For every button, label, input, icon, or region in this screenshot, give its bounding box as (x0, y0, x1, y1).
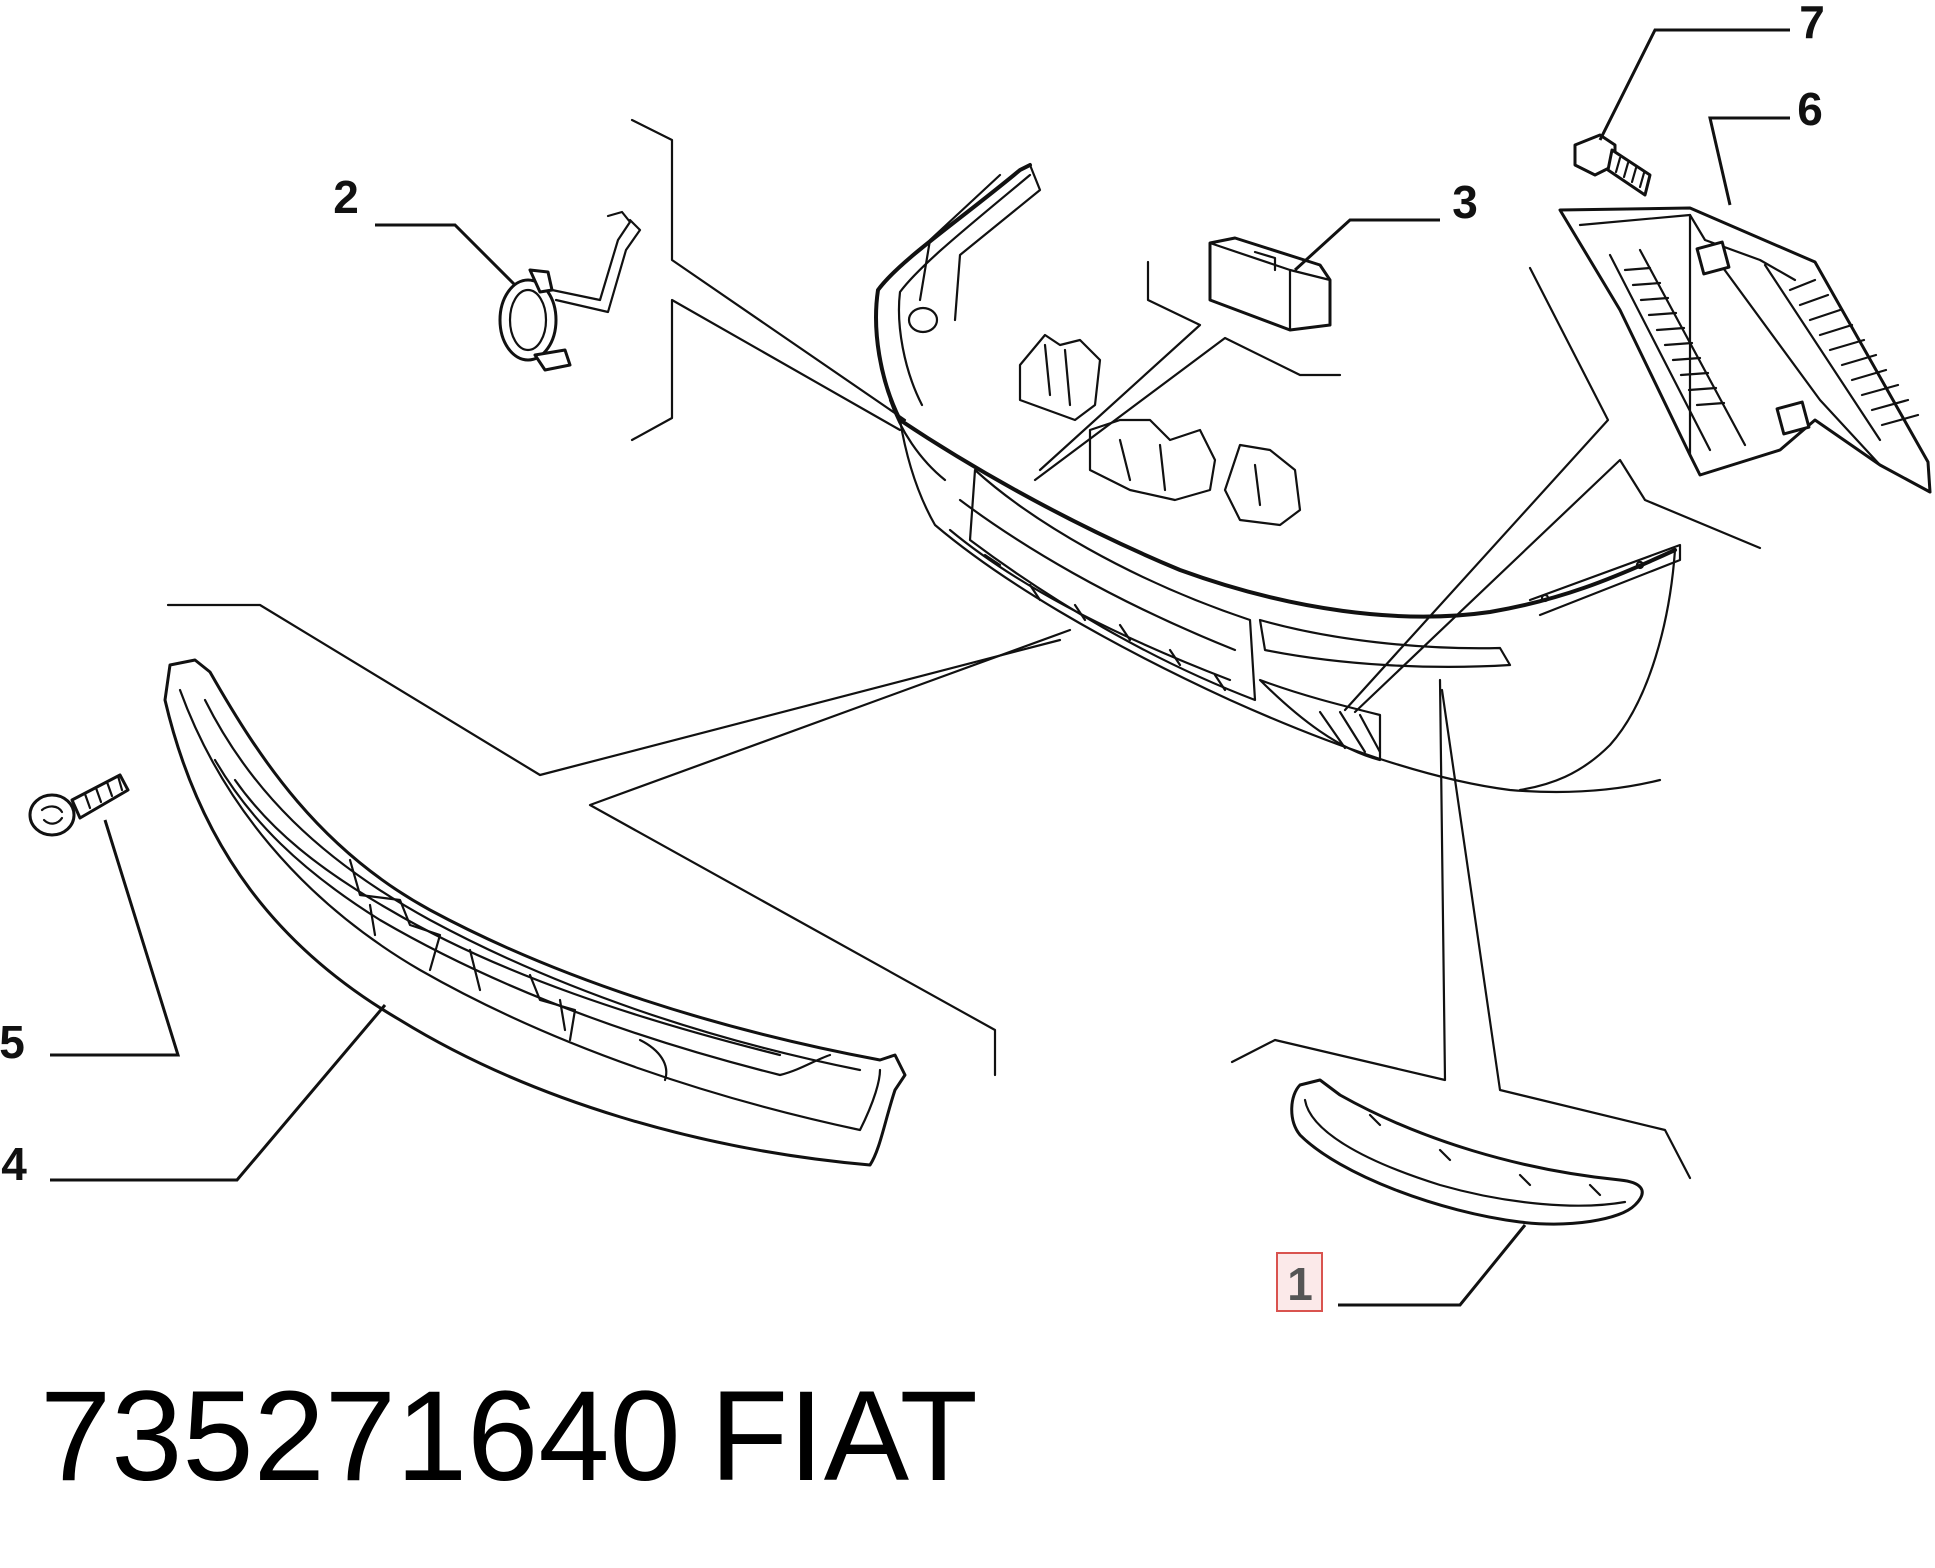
footer: 735271640 FIAT (40, 1365, 978, 1508)
callout-6[interactable]: 6 (1797, 83, 1823, 135)
bumper-assembly (874, 163, 1682, 794)
part-1-bumper-moulding (1290, 1078, 1644, 1226)
callout-labels: 1 2 3 4 5 6 7 (0, 0, 1825, 1312)
callout-1[interactable]: 1 (1287, 1258, 1313, 1310)
callout-5[interactable]: 5 (0, 1016, 25, 1068)
part-7-bolt (1573, 133, 1652, 197)
callout-3[interactable]: 3 (1452, 176, 1478, 228)
callout-1-highlight (1276, 1252, 1323, 1312)
part-4-center-grille (163, 658, 907, 1167)
leader-lines (50, 28, 1790, 1307)
part-3-block (1208, 236, 1332, 332)
callout-4[interactable]: 4 (1, 1138, 27, 1190)
part-5-screw (28, 773, 130, 837)
callout-2[interactable]: 2 (333, 171, 359, 223)
part-number: 735271640 (40, 1365, 681, 1508)
callout-7[interactable]: 7 (1799, 0, 1825, 48)
brand-name: FIAT (710, 1365, 978, 1508)
part-6-side-grille (1558, 206, 1932, 494)
part-2-lamp-plug (498, 210, 642, 372)
